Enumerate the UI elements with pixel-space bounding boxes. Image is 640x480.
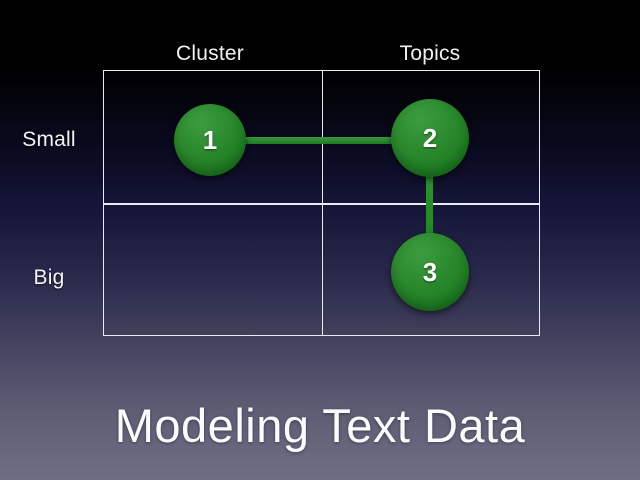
column-header-topics: Topics bbox=[399, 42, 461, 65]
row-label-small: Small bbox=[22, 128, 76, 151]
slide-title: Modeling Text Data bbox=[114, 399, 526, 452]
matrix-grid bbox=[103, 70, 540, 336]
grid-horizontal-divider bbox=[104, 203, 539, 205]
row-label-big: Big bbox=[33, 266, 65, 289]
column-header-cluster: Cluster bbox=[176, 42, 244, 65]
edge-node1-node2 bbox=[206, 137, 432, 144]
graph-node-1[interactable]: 1 bbox=[174, 104, 246, 176]
edge-node2-node3 bbox=[426, 136, 433, 274]
graph-node-2[interactable]: 2 bbox=[391, 99, 469, 177]
graph-node-3[interactable]: 3 bbox=[391, 233, 469, 311]
